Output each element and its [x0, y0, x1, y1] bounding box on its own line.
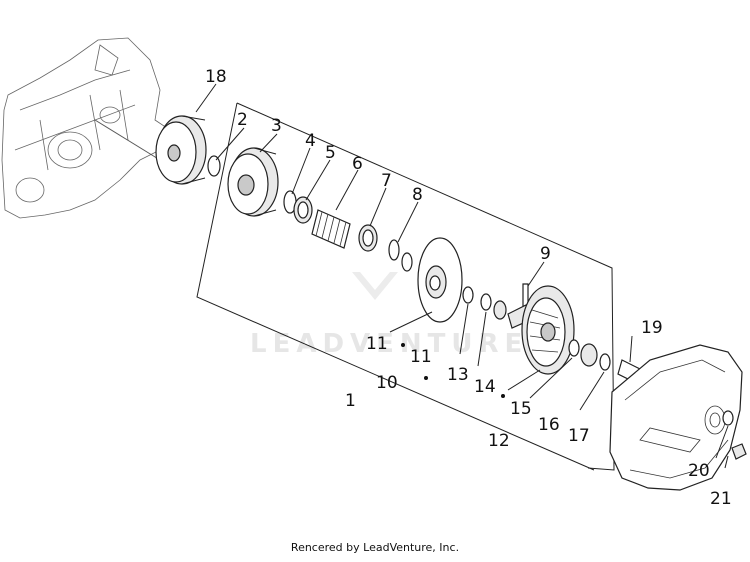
watermark-logo: LEADVENTURE [250, 272, 528, 359]
part-ring-8 [388, 239, 413, 272]
callout-8: 8 [412, 185, 423, 205]
transmission-cover-right [609, 344, 743, 491]
part-fixed-pulley-10 [417, 237, 463, 323]
crankcase-left [1, 37, 171, 219]
callout-10: 10 [376, 373, 398, 393]
callout-3: 3 [271, 116, 282, 136]
callout-15: 15 [510, 399, 532, 419]
part-washer-20-nut-21 [722, 410, 747, 460]
callout-11b: 11 [410, 347, 432, 367]
callout-9: 9 [540, 244, 551, 264]
part-bushing-7 [358, 224, 378, 252]
part-bearing-5 [293, 196, 313, 224]
leader-lines [195, 83, 729, 469]
callout-2: 2 [237, 110, 248, 130]
part-clutch-bell-18 [155, 115, 207, 185]
part-clutch-assembly-3 [227, 147, 279, 217]
callout-12: 12 [488, 431, 510, 451]
part-movable-pulley-15 [507, 285, 575, 375]
part-spring-6 [311, 209, 351, 249]
assembly-bracket [196, 102, 615, 471]
callout-11a: 11 [366, 334, 388, 354]
callout-20: 20 [688, 461, 710, 481]
callout-13: 13 [447, 365, 469, 385]
part-rings-16-17 [568, 339, 611, 371]
part-rings-13-14 [462, 286, 507, 320]
callout-7: 7 [381, 171, 392, 191]
callout-14: 14 [474, 377, 496, 397]
callout-4: 4 [305, 131, 316, 151]
callout-16: 16 [538, 415, 560, 435]
callout-1: 1 [345, 391, 356, 411]
callout-17: 17 [568, 426, 590, 446]
callout-18: 18 [205, 67, 227, 87]
callout-6: 6 [352, 154, 363, 174]
footer-credit: Rencered by LeadVenture, Inc. [290, 541, 460, 554]
callout-numbers: 18 2 3 4 5 6 7 8 9 11 11 10 13 14 15 16 … [205, 67, 732, 509]
callout-21: 21 [710, 489, 732, 509]
part-washer-2 [207, 155, 221, 177]
callout-5: 5 [325, 143, 336, 163]
watermark-text: LEADVENTURE [250, 329, 528, 359]
callout-19: 19 [641, 318, 663, 338]
